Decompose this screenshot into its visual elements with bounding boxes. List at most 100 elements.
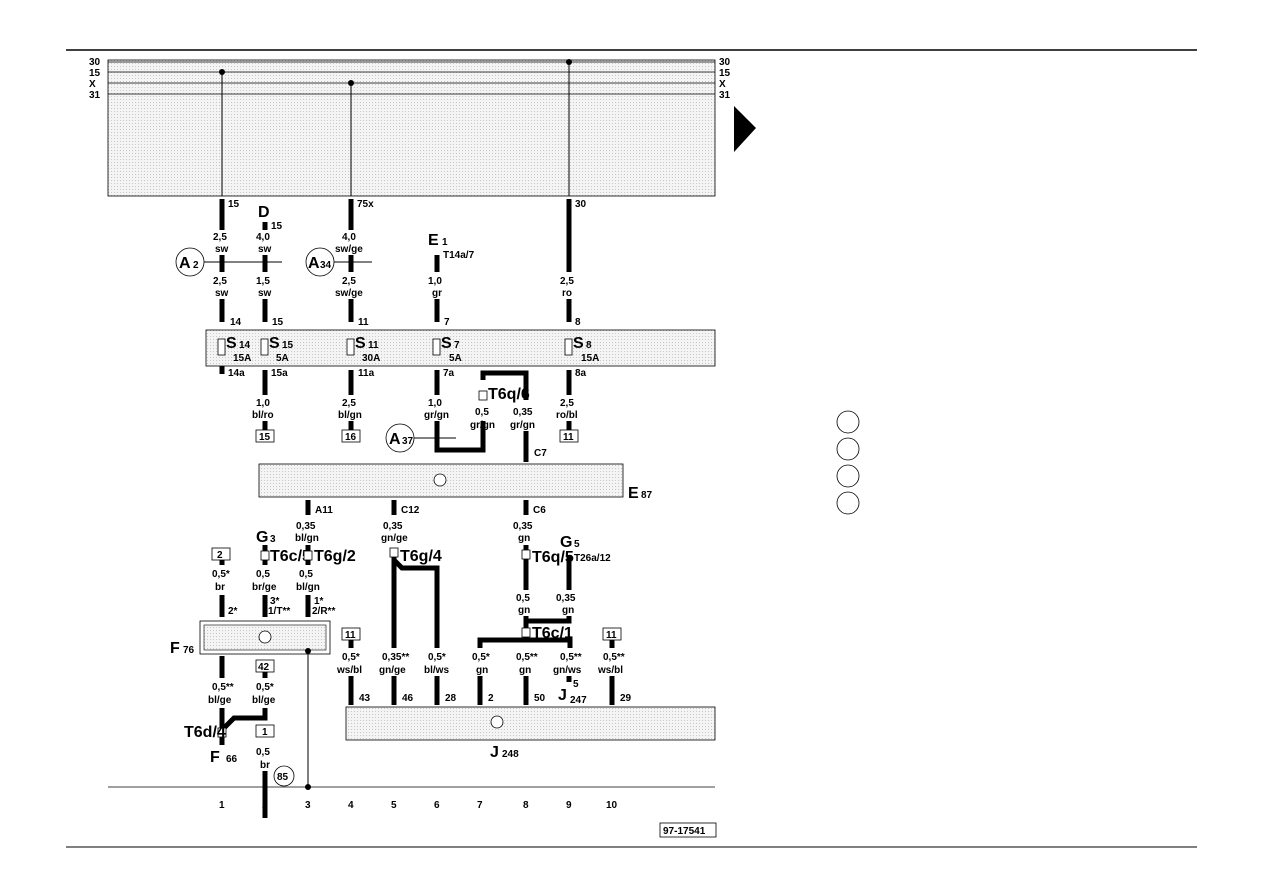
- svg-text:gn/ws: gn/ws: [553, 665, 582, 676]
- svg-text:S: S: [355, 335, 366, 352]
- ground-point-85: [273, 765, 295, 787]
- fuse-s15: 15 S 15 5A 15a: [260, 317, 294, 379]
- svg-text:1*: 1*: [314, 596, 324, 607]
- svg-text:0,5: 0,5: [256, 569, 270, 580]
- svg-text:E: E: [428, 232, 439, 249]
- svg-text:11: 11: [345, 630, 356, 641]
- svg-text:5: 5: [573, 679, 579, 690]
- svg-text:T6d/4: T6d/4: [184, 724, 226, 741]
- svg-text:0,5*: 0,5*: [342, 652, 360, 663]
- wire-column-4-top: 75x 4,0 sw/ge 2,5 sw/ge: [335, 199, 374, 322]
- svg-text:5: 5: [391, 800, 397, 811]
- svg-text:E: E: [628, 485, 639, 502]
- rail-label-30-right: 30: [719, 57, 731, 68]
- wire-column-7-top: E 1 T14a/7 1,0 gr: [428, 232, 475, 322]
- svg-text:15A: 15A: [233, 353, 251, 364]
- wire-column-1-lower: 2 0,5* br 2*: [211, 547, 238, 617]
- svg-text:1: 1: [262, 727, 268, 738]
- svg-text:8: 8: [575, 317, 581, 328]
- wire-column-2-f66: 42 0,5* bl/ge 1 0,5 br 85: [252, 659, 295, 818]
- svg-text:14: 14: [230, 317, 242, 328]
- junction-dot: [566, 59, 572, 65]
- svg-text:gr/gn: gr/gn: [470, 420, 495, 431]
- svg-text:15: 15: [228, 199, 240, 210]
- svg-text:bl/ge: bl/ge: [208, 695, 232, 706]
- wire-j248-50: 0,5** gn 50: [516, 652, 546, 705]
- column-numbers: 1 2 3 4 5 6 7 8 9 10: [219, 800, 618, 811]
- wire-column-2-top: D 15 4,0 sw 1,5 sw: [256, 204, 283, 322]
- svg-text:T6c/1: T6c/1: [532, 625, 573, 642]
- svg-text:7: 7: [444, 317, 450, 328]
- svg-text:3: 3: [305, 800, 311, 811]
- svg-text:76: 76: [183, 645, 195, 656]
- svg-text:gn/ge: gn/ge: [379, 665, 406, 676]
- svg-text:2,5: 2,5: [342, 398, 356, 409]
- component-j248: J 248: [345, 706, 716, 761]
- svg-text:66: 66: [226, 754, 238, 765]
- svg-text:28: 28: [445, 693, 457, 704]
- svg-text:C12: C12: [401, 505, 420, 516]
- rail-label-x-right: X: [719, 79, 726, 90]
- svg-text:5A: 5A: [276, 353, 289, 364]
- svg-text:15: 15: [259, 432, 271, 443]
- svg-text:30: 30: [575, 199, 587, 210]
- svg-text:C6: C6: [533, 505, 546, 516]
- svg-text:sw: sw: [258, 288, 272, 299]
- svg-text:0,5**: 0,5**: [560, 652, 582, 663]
- svg-text:0,5: 0,5: [516, 593, 530, 604]
- rail-labels-right: 30 15 X 31: [719, 57, 731, 101]
- svg-text:0,35: 0,35: [383, 521, 403, 532]
- connector-t6q6: T6q/6 0,5 gr/gn 0,35 gr/gn C7: [470, 370, 547, 462]
- svg-text:0,35: 0,35: [513, 521, 533, 532]
- svg-text:0,5: 0,5: [256, 747, 270, 758]
- svg-text:29: 29: [620, 693, 632, 704]
- svg-text:gn: gn: [562, 605, 574, 616]
- svg-text:1: 1: [442, 237, 448, 248]
- svg-text:J: J: [490, 744, 499, 761]
- svg-text:0,35: 0,35: [556, 593, 576, 604]
- svg-text:bl/gn: bl/gn: [296, 582, 320, 593]
- wire-8a: 2,5 ro/bl 11: [556, 370, 579, 443]
- svg-text:1,5: 1,5: [256, 276, 270, 287]
- svg-text:F: F: [170, 640, 180, 657]
- svg-text:S: S: [441, 335, 452, 352]
- svg-text:2,5: 2,5: [342, 276, 356, 287]
- wire-column-9-top: 30 2,5 ro: [560, 199, 587, 322]
- svg-text:S: S: [269, 335, 280, 352]
- svg-text:gn/ge: gn/ge: [381, 533, 408, 544]
- wire-a11: A11 0,35 bl/gn: [295, 500, 333, 544]
- svg-text:2,5: 2,5: [560, 398, 574, 409]
- svg-text:br: br: [260, 760, 270, 771]
- svg-text:248: 248: [502, 749, 519, 760]
- svg-text:0,5*: 0,5*: [428, 652, 446, 663]
- svg-text:A: A: [308, 255, 320, 272]
- svg-text:8a: 8a: [575, 368, 587, 379]
- svg-text:11: 11: [563, 432, 574, 443]
- svg-text:87: 87: [641, 490, 653, 501]
- svg-text:sw/ge: sw/ge: [335, 288, 363, 299]
- svg-text:J: J: [558, 687, 567, 704]
- svg-text:G: G: [256, 529, 268, 546]
- svg-text:gn: gn: [519, 665, 531, 676]
- rail-labels-left: 30 15 X 31: [89, 57, 101, 101]
- rail-label-15: 15: [89, 68, 101, 79]
- drawing-reference: 97-17541: [659, 822, 717, 838]
- svg-text:1,0: 1,0: [428, 276, 442, 287]
- wire-j248-29: 11 0,5** ws/bl 29: [597, 627, 632, 705]
- svg-text:bl/ro: bl/ro: [252, 410, 274, 421]
- svg-text:42: 42: [258, 662, 270, 673]
- svg-text:10: 10: [606, 800, 618, 811]
- legend-circles: [836, 410, 860, 515]
- wire-j248-28: 0,5* bl/ws 28: [424, 652, 457, 705]
- svg-text:2: 2: [262, 800, 268, 811]
- svg-text:30A: 30A: [362, 353, 380, 364]
- component-g5: G 5 T26a/12 0,5 gn 0,35 gn: [516, 534, 611, 624]
- svg-text:gn: gn: [518, 533, 530, 544]
- svg-text:T14a/7: T14a/7: [443, 250, 475, 261]
- svg-text:7: 7: [454, 340, 460, 351]
- svg-text:15a: 15a: [271, 368, 288, 379]
- svg-text:0,5*: 0,5*: [472, 652, 490, 663]
- svg-text:gr/gn: gr/gn: [510, 420, 535, 431]
- svg-text:2,5: 2,5: [213, 276, 227, 287]
- svg-text:8: 8: [523, 800, 529, 811]
